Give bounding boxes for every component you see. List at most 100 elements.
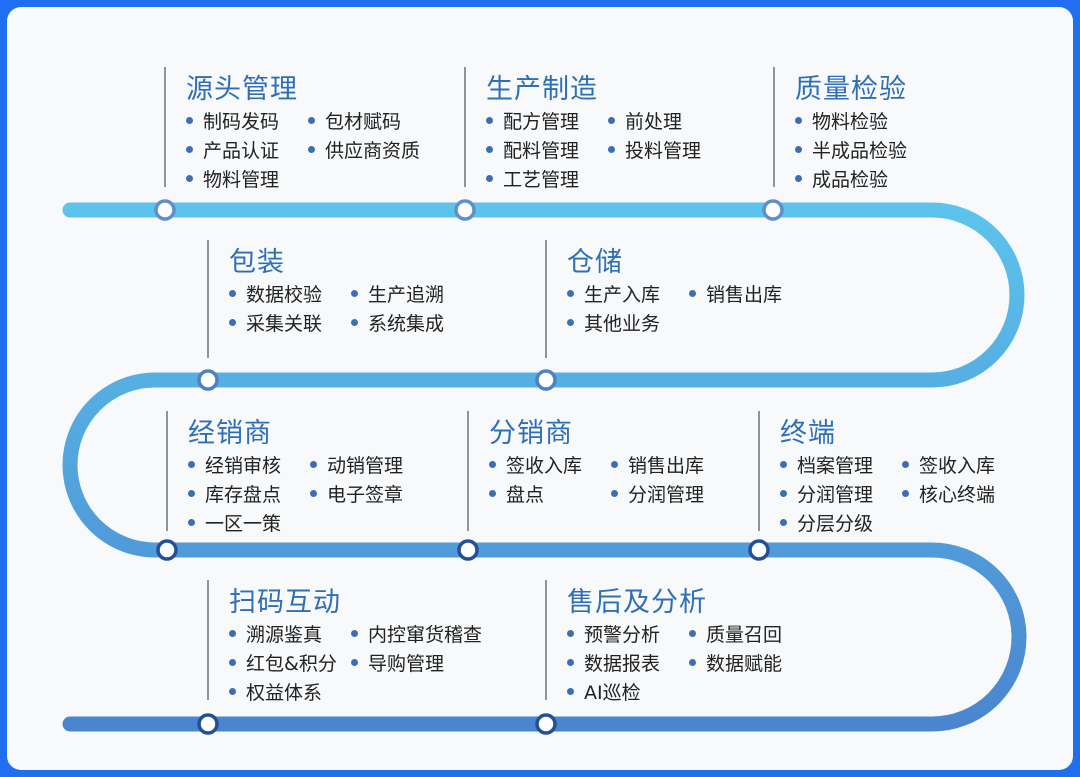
bullet-icon xyxy=(489,490,496,497)
section-divider xyxy=(166,411,168,531)
bullet-icon xyxy=(795,117,802,124)
list-item: 配料管理 xyxy=(486,136,579,163)
bullet-icon xyxy=(567,319,574,326)
bullet-icon xyxy=(351,630,358,637)
bullet-icon xyxy=(351,319,358,326)
track-node xyxy=(197,369,219,391)
section-divider xyxy=(207,580,209,700)
list-item: 销售出库 xyxy=(611,451,704,478)
section-divider xyxy=(773,67,775,187)
list-item: 工艺管理 xyxy=(486,165,579,192)
bullet-icon xyxy=(608,146,615,153)
list-item: 销售出库 xyxy=(689,280,782,307)
bullet-icon xyxy=(188,461,195,468)
bullet-icon xyxy=(186,146,193,153)
bullet-icon xyxy=(795,175,802,182)
list-item: 权益体系 xyxy=(229,678,322,705)
section-divider xyxy=(207,240,209,358)
list-item: 分润管理 xyxy=(780,480,873,507)
list-item: AI巡检 xyxy=(567,678,641,705)
section-divider xyxy=(758,411,760,531)
bullet-icon xyxy=(689,290,696,297)
section-title: 包装 xyxy=(229,247,285,278)
bullet-icon xyxy=(351,659,358,666)
list-item: 核心终端 xyxy=(902,480,995,507)
section-title: 扫码互动 xyxy=(229,587,341,618)
list-item: 配方管理 xyxy=(486,107,579,134)
bullet-icon xyxy=(780,490,787,497)
bullet-icon xyxy=(486,146,493,153)
section-divider xyxy=(467,411,469,531)
list-item: 成品检验 xyxy=(795,165,888,192)
flow-diagram-card: 源头管理 制码发码 包材赋码 产品认证 供应商资质 物料管理 生产制造 配方管理… xyxy=(7,7,1073,770)
bullet-icon xyxy=(780,461,787,468)
bullet-icon xyxy=(308,117,315,124)
list-item: 生产追溯 xyxy=(351,280,444,307)
section-title: 源头管理 xyxy=(186,74,298,105)
bullet-icon xyxy=(229,319,236,326)
list-item: 生产入库 xyxy=(567,280,660,307)
bullet-icon xyxy=(229,630,236,637)
bullet-icon xyxy=(351,290,358,297)
list-item: 采集关联 xyxy=(229,309,322,336)
bullet-icon xyxy=(489,461,496,468)
bullet-icon xyxy=(310,490,317,497)
bullet-icon xyxy=(611,490,618,497)
bullet-icon xyxy=(567,688,574,695)
bullet-icon xyxy=(486,175,493,182)
list-item: 签收入库 xyxy=(902,451,995,478)
track-node xyxy=(762,199,784,221)
section-divider xyxy=(545,240,547,358)
list-item: 签收入库 xyxy=(489,451,582,478)
list-item: 盘点 xyxy=(489,480,544,507)
bullet-icon xyxy=(186,117,193,124)
list-item: 电子签章 xyxy=(310,480,403,507)
list-item: 数据赋能 xyxy=(689,649,782,676)
track-node xyxy=(748,539,770,561)
list-item: 导购管理 xyxy=(351,649,444,676)
bullet-icon xyxy=(611,461,618,468)
bullet-icon xyxy=(689,630,696,637)
bullet-icon xyxy=(608,117,615,124)
list-item: 供应商资质 xyxy=(308,136,420,163)
list-item: 预警分析 xyxy=(567,620,660,647)
list-item: 分层分级 xyxy=(780,509,873,536)
list-item: 包材赋码 xyxy=(308,107,401,134)
list-item: 产品认证 xyxy=(186,136,279,163)
section-title: 终端 xyxy=(780,418,836,449)
section-divider xyxy=(545,580,547,700)
list-item: 红包&积分 xyxy=(229,649,337,676)
track-node xyxy=(457,539,479,561)
list-item: 档案管理 xyxy=(780,451,873,478)
list-item: 半成品检验 xyxy=(795,136,907,163)
list-item: 质量召回 xyxy=(689,620,782,647)
list-item: 动销管理 xyxy=(310,451,403,478)
section-title: 售后及分析 xyxy=(567,587,707,618)
section-title: 仓储 xyxy=(567,247,623,278)
section-divider xyxy=(164,67,166,187)
track-node xyxy=(154,199,176,221)
list-item: 物料管理 xyxy=(186,165,279,192)
list-item: 经销审核 xyxy=(188,451,281,478)
list-item: 物料检验 xyxy=(795,107,888,134)
section-title: 经销商 xyxy=(188,418,272,449)
list-item: 分润管理 xyxy=(611,480,704,507)
bullet-icon xyxy=(567,659,574,666)
bullet-icon xyxy=(567,290,574,297)
track-node xyxy=(197,713,219,735)
section-title: 分销商 xyxy=(489,418,573,449)
section-title: 生产制造 xyxy=(486,74,598,105)
list-item: 投料管理 xyxy=(608,136,701,163)
track-path xyxy=(62,202,1027,732)
bullet-icon xyxy=(308,146,315,153)
bullet-icon xyxy=(795,146,802,153)
bullet-icon xyxy=(902,461,909,468)
bullet-icon xyxy=(780,519,787,526)
bullet-icon xyxy=(567,630,574,637)
list-item: 其他业务 xyxy=(567,309,660,336)
list-item: 系统集成 xyxy=(351,309,444,336)
bullet-icon xyxy=(689,659,696,666)
list-item: 前处理 xyxy=(608,107,682,134)
list-item: 数据校验 xyxy=(229,280,322,307)
track-node xyxy=(535,369,557,391)
